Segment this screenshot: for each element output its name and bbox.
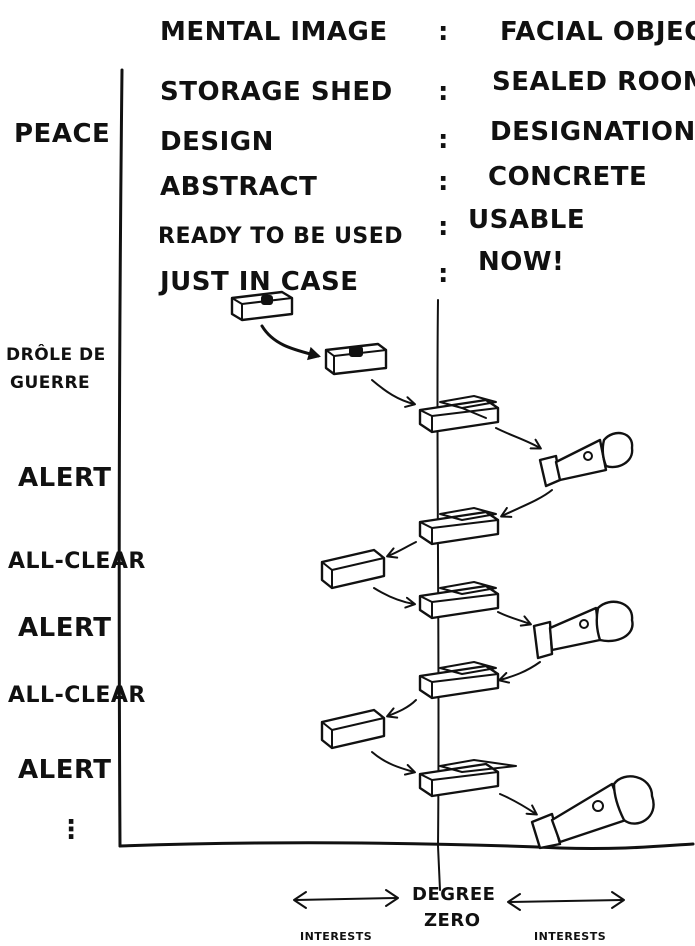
launcher-icon: [532, 776, 654, 848]
sealed-box-icon: [326, 344, 386, 374]
sequence-arrow: [388, 542, 416, 556]
pair-separator: :: [438, 259, 449, 289]
state-alert-2: ALERT: [18, 613, 112, 643]
state-peace: PEACE: [14, 119, 110, 149]
pair-left-design: DESIGN: [160, 127, 274, 157]
launcher-icon: [540, 433, 632, 486]
interests-left-arrow: [296, 898, 396, 900]
sequence-arrow: [372, 752, 414, 772]
state-ellipsis: ⋮: [58, 815, 85, 845]
interests-right-arrow: [510, 900, 622, 902]
sequence-arrow: [500, 794, 536, 814]
state-alert-1: ALERT: [18, 463, 112, 493]
pair-right-concrete: CONCRETE: [488, 162, 647, 192]
state-all-clear-2: ALL-CLEAR: [8, 683, 146, 708]
storage-box-icon: [322, 550, 384, 588]
header-separator: :: [438, 17, 449, 47]
pair-separator: :: [438, 125, 449, 155]
state-guerre: GUERRE: [10, 373, 90, 393]
pair-right-now: NOW!: [478, 247, 564, 277]
opened-box-icon: [420, 508, 498, 544]
sequence-arrow: [262, 326, 318, 356]
opened-box-icon: [420, 760, 516, 796]
pair-right-usable: USABLE: [468, 205, 585, 235]
sequence-arrow: [496, 428, 540, 448]
state-all-clear-1: ALL-CLEAR: [8, 549, 146, 574]
pair-right-sealed-room: SEALED ROOM: [492, 67, 695, 97]
sequence-arrow: [502, 490, 552, 516]
pair-left-ready-to-be-used: READY TO BE USED: [158, 224, 403, 249]
sequence-arrow: [500, 662, 540, 680]
opened-box-icon: [420, 662, 498, 698]
pair-left-abstract: ABSTRACT: [160, 172, 317, 202]
degree-zero-label-line1: DEGREE: [412, 884, 495, 905]
pair-left-storage-shed: STORAGE SHED: [160, 77, 393, 107]
sequence-arrow: [498, 612, 530, 624]
sequence-arrow: [374, 588, 414, 604]
launcher-icon: [534, 602, 633, 658]
degree-zero-label-line2: ZERO: [424, 910, 481, 931]
state-alert-3: ALERT: [18, 755, 112, 785]
pair-right-designation: DESIGNATION: [490, 117, 695, 147]
header-left-label: MENTAL IMAGE: [160, 17, 388, 47]
interests-right-label: INTERESTS: [534, 930, 606, 943]
sequence-arrow: [388, 700, 416, 716]
vertical-axis: [119, 70, 122, 846]
pair-left-just-in-case: JUST IN CASE: [158, 267, 358, 297]
pair-separator: :: [438, 77, 449, 107]
state-drole-de: DRÔLE DE: [6, 343, 106, 365]
pair-separator: :: [438, 167, 449, 197]
storage-box-icon: [322, 710, 384, 748]
opened-box-icon: [420, 396, 498, 432]
pair-separator: :: [438, 212, 449, 242]
horizontal-axis: [120, 843, 693, 849]
opened-box-icon: [420, 582, 498, 618]
storage-box-icon: [232, 292, 292, 320]
sequence-arrow: [372, 380, 414, 404]
interests-left-label: INTERESTS: [300, 930, 372, 943]
header-right-label: FACIAL OBJECT: [500, 17, 695, 47]
